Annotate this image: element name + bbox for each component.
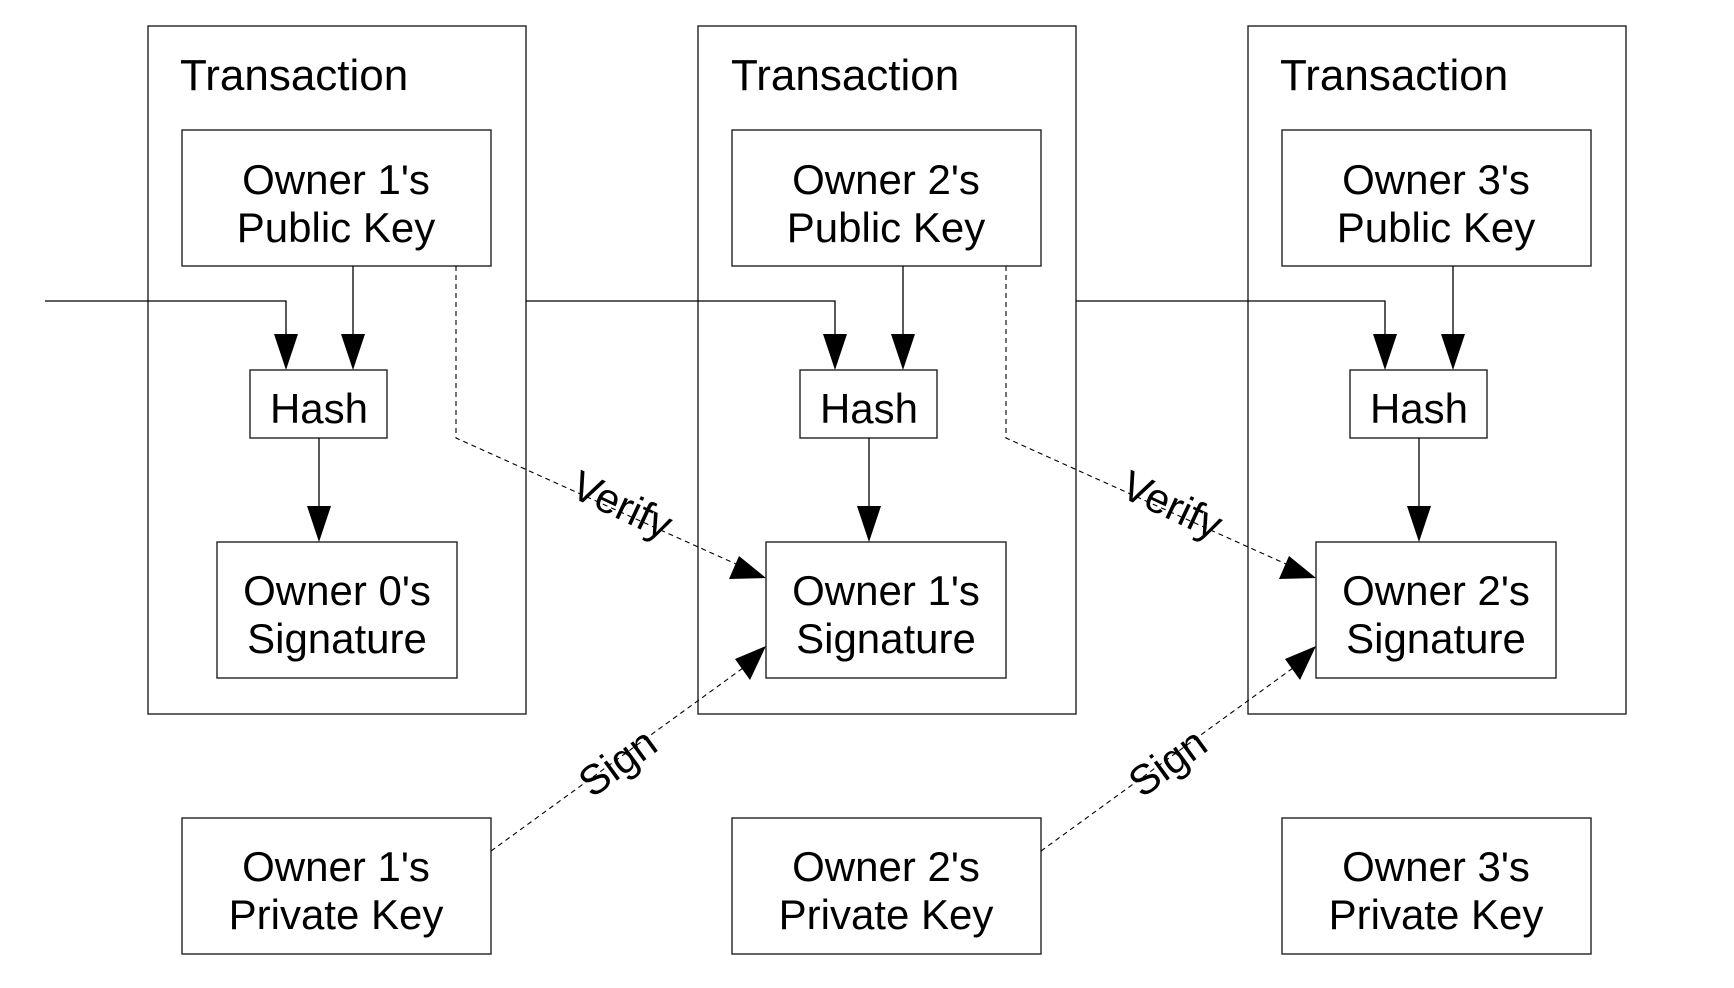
public-key-owner-2: Owner 2's bbox=[792, 156, 980, 203]
incoming-transaction-line-3 bbox=[1076, 300, 1386, 336]
private-key-label-1: Private Key bbox=[229, 891, 444, 938]
arrowhead-down bbox=[891, 334, 915, 370]
public-key-label-2: Public Key bbox=[787, 204, 985, 251]
private-key-owner-2: Owner 2's bbox=[792, 843, 980, 890]
private-key-label-2: Private Key bbox=[779, 891, 994, 938]
private-key-box-3 bbox=[1281, 817, 1592, 955]
verify-label-2: Verify bbox=[1115, 461, 1230, 548]
arrowhead-down bbox=[1373, 334, 1397, 370]
public-key-label-3: Public Key bbox=[1337, 204, 1535, 251]
private-key-owner-3: Owner 3's bbox=[1342, 843, 1530, 890]
sign-arrowhead-1 bbox=[735, 646, 766, 680]
signature-label-2: Signature bbox=[796, 615, 976, 662]
arrowhead-down bbox=[823, 334, 847, 370]
arrowhead-down bbox=[307, 506, 331, 542]
sign-label-1: Sign bbox=[570, 719, 666, 806]
arrowhead-down bbox=[274, 334, 298, 370]
public-key-owner-3: Owner 3's bbox=[1342, 156, 1530, 203]
verify-arrowhead-2 bbox=[1279, 556, 1316, 579]
arrowhead-down bbox=[1407, 506, 1431, 542]
verify-line-1 bbox=[455, 266, 737, 565]
transaction-title-1: Transaction bbox=[180, 51, 408, 100]
transaction-title-2: Transaction bbox=[731, 51, 959, 100]
verify-arrowhead-1 bbox=[729, 556, 766, 579]
incoming-transaction-line-1 bbox=[45, 300, 287, 336]
arrowhead-down bbox=[341, 334, 365, 370]
signature-owner-3: Owner 2's bbox=[1342, 567, 1530, 614]
hash-label-1: Hash bbox=[270, 385, 368, 432]
hash-label-2: Hash bbox=[820, 385, 918, 432]
public-key-owner-1: Owner 1's bbox=[242, 156, 430, 203]
hash-label-3: Hash bbox=[1370, 385, 1468, 432]
incoming-transaction-line-2 bbox=[526, 300, 836, 336]
verify-line-2 bbox=[1005, 266, 1287, 565]
arrowhead-down bbox=[1441, 334, 1465, 370]
signature-owner-1: Owner 0's bbox=[243, 567, 431, 614]
public-key-label-1: Public Key bbox=[237, 204, 435, 251]
private-key-box-1 bbox=[181, 817, 492, 955]
sign-line-1 bbox=[490, 667, 744, 852]
signature-box-2 bbox=[765, 541, 1007, 679]
private-key-label-3: Private Key bbox=[1329, 891, 1544, 938]
signature-label-3: Signature bbox=[1346, 615, 1526, 662]
public-key-box-3 bbox=[1281, 129, 1592, 267]
sign-line-2 bbox=[1040, 667, 1294, 852]
sign-arrowhead-2 bbox=[1285, 646, 1316, 680]
signature-box-1 bbox=[216, 541, 458, 679]
sign-label-2: Sign bbox=[1120, 719, 1216, 806]
transaction-title-3: Transaction bbox=[1280, 51, 1508, 100]
private-key-owner-1: Owner 1's bbox=[242, 843, 430, 890]
private-key-box-2 bbox=[731, 817, 1042, 955]
verify-label-1: Verify bbox=[565, 461, 680, 548]
signature-box-3 bbox=[1315, 541, 1557, 679]
public-key-box-2 bbox=[731, 129, 1042, 267]
hash-box-2 bbox=[799, 369, 938, 439]
public-key-box-1 bbox=[181, 129, 492, 267]
signature-label-1: Signature bbox=[247, 615, 427, 662]
arrowhead-down bbox=[857, 506, 881, 542]
signature-owner-2: Owner 1's bbox=[792, 567, 980, 614]
